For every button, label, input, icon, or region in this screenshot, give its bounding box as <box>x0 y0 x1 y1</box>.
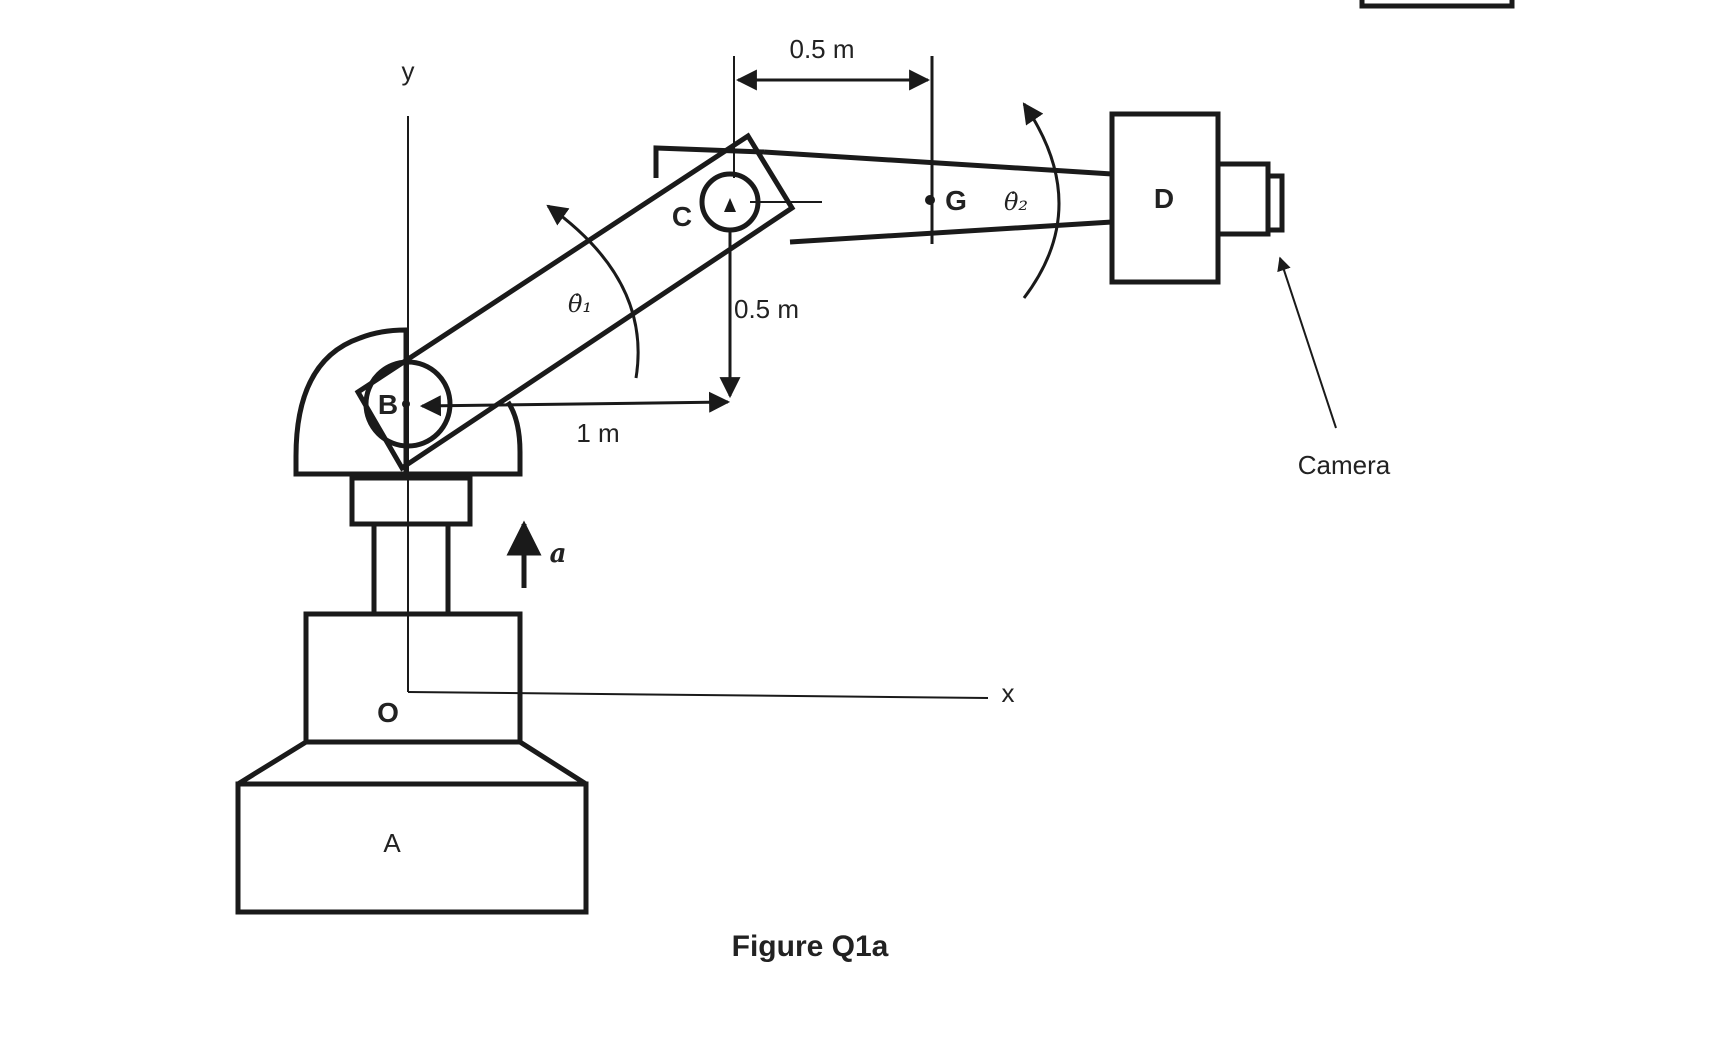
dimension-top-label: 0.5 m <box>789 34 854 64</box>
camera-label: Camera <box>1298 450 1391 480</box>
joint-c: C <box>672 171 761 233</box>
acceleration-label: a <box>550 539 567 569</box>
point-a-label: A <box>383 828 401 858</box>
base-block-a: A <box>235 739 589 915</box>
point-d-label: D <box>1154 183 1174 214</box>
theta2-label: θ̇₂ <box>1004 188 1028 216</box>
theta2-arc: θ̇₂ <box>1004 102 1061 299</box>
acceleration-arrow: a <box>506 520 567 588</box>
x-axis-label: x <box>1002 678 1015 708</box>
dimension-horizontal: 1 m <box>419 391 731 448</box>
point-c-label: C <box>672 201 692 232</box>
dimension-top: 0.5 m <box>733 34 931 178</box>
origin-o-label: O <box>377 697 399 728</box>
top-right-clipped-mark <box>1359 0 1515 9</box>
lower-column-block: O <box>303 611 523 745</box>
dimension-vertical-label: 0.5 m <box>734 294 799 324</box>
point-b-label: B <box>378 389 398 420</box>
camera-pointer: Camera <box>1277 256 1391 480</box>
figure-caption: Figure Q1a <box>732 930 889 963</box>
theta1-arc: θ̇₁ <box>546 204 640 379</box>
theta1-label: θ̇₁ <box>568 290 592 318</box>
point-g: G <box>925 56 967 244</box>
coordinate-axes: y x <box>402 56 1015 708</box>
point-g-label: G <box>945 185 967 216</box>
column-shaft <box>349 475 473 617</box>
y-axis-label: y <box>402 56 415 86</box>
end-effector-d: D <box>1109 111 1285 285</box>
dimension-vertical: 0.5 m <box>719 232 799 399</box>
dimension-horizontal-label: 1 m <box>576 418 619 448</box>
